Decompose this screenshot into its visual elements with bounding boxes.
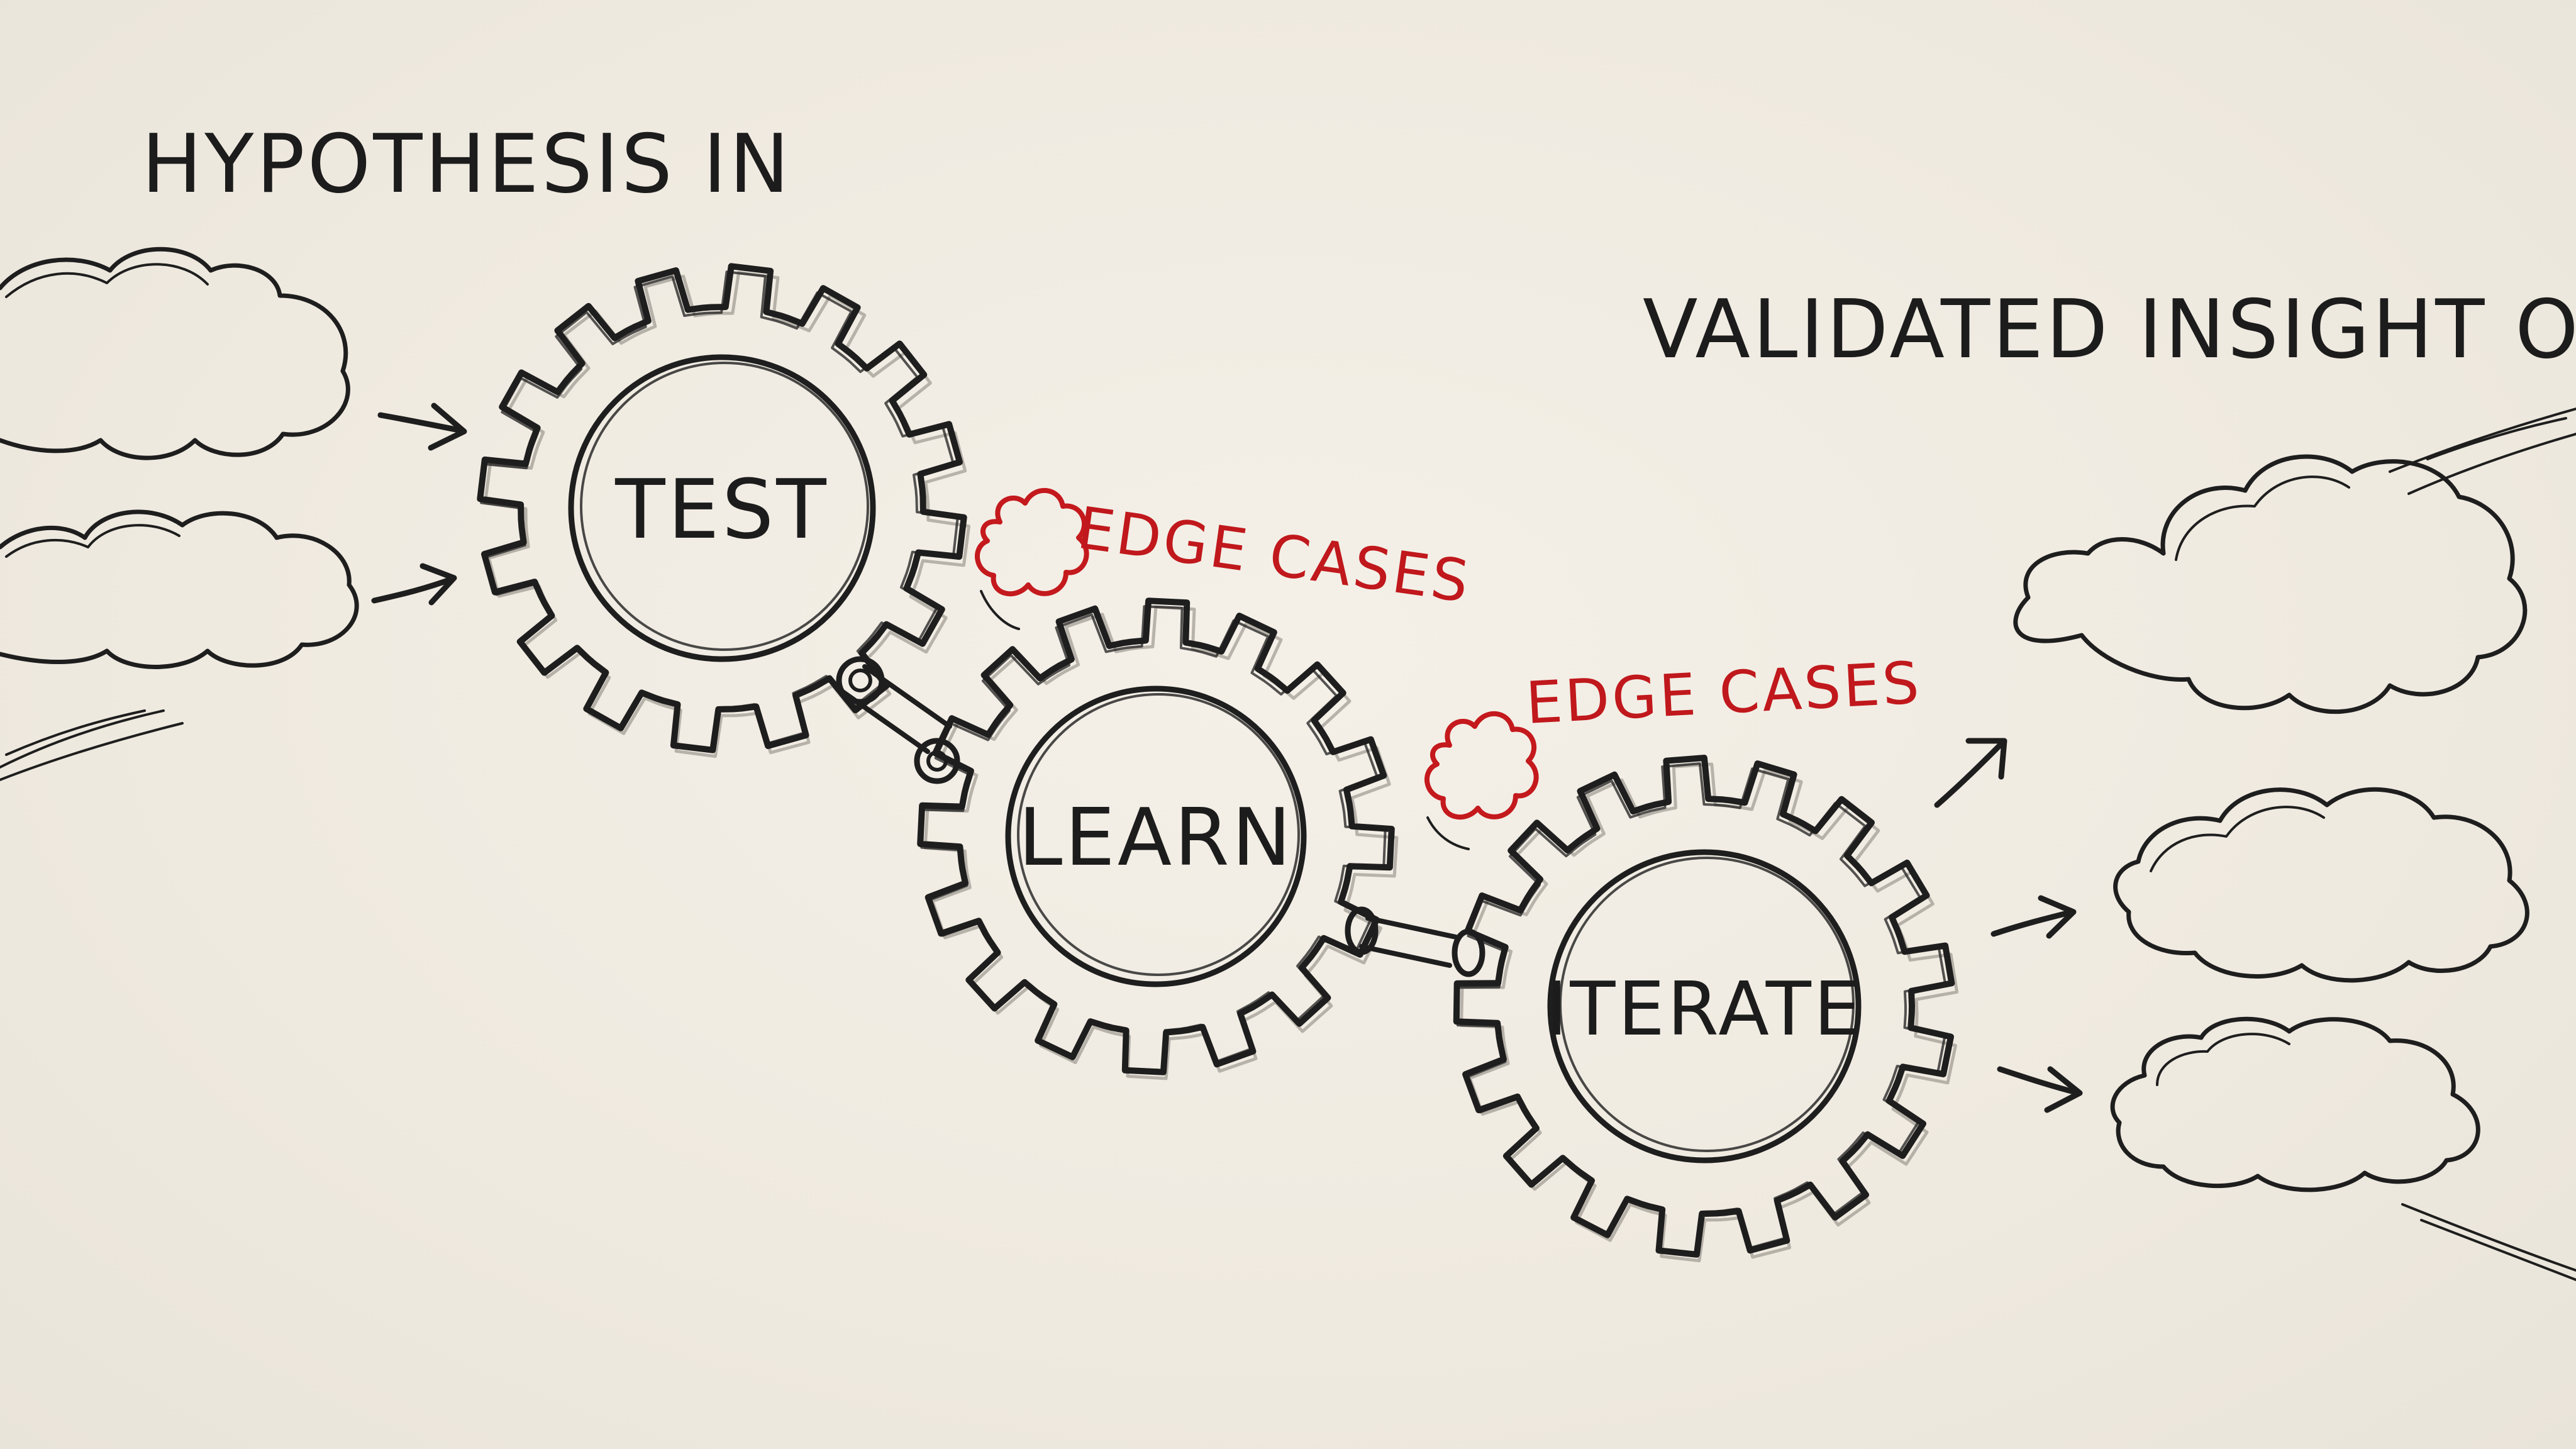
gear-learn-label: LEARN [1018,791,1294,884]
gear-hub-ring [568,354,876,662]
motion-lines-left [0,709,184,781]
gear-hub-ring [1547,849,1862,1163]
cloud-icon [2013,454,2528,714]
gear-iterate [1453,755,1959,1263]
motion-lines-right-bottom [2401,1203,2576,1281]
output-title: VALIDATED INSIGHT OUT [1643,283,2576,377]
edge-case-burr-1 [975,487,1089,630]
cloud-icon [0,247,350,460]
edge-cases-label-1: EDGE CASES [1074,494,1475,616]
output-cloud-top [2013,454,2528,714]
input-cloud-bottom [0,509,359,669]
gear-test-label: TEST [614,462,828,557]
gear-iterate-label: ITERATE [1546,965,1863,1052]
cloud-icon [0,509,359,669]
input-cloud-top [0,247,350,460]
gear-learn [917,597,1399,1080]
input-arrow-bottom [371,563,457,606]
edge-case-burr-2 [1424,711,1539,850]
input-title: HYPOTHESIS IN [142,118,792,211]
gear-test [477,263,971,758]
output-arrow-top [1934,738,2007,808]
connector-test-learn [836,656,960,784]
gear-sketch-line [480,270,959,750]
input-arrow-top [377,402,467,451]
cloud-icon [2113,787,2529,983]
edge-cases-label-2: EDGE CASES [1524,649,1923,737]
connector-learn-iterate [1345,906,1485,977]
burr-icon [1424,711,1539,820]
output-cloud-bottom [2110,1016,2480,1192]
gear-icon [1453,755,1955,1258]
output-arrow-bottom [1997,1066,2083,1113]
output-cloud-middle [2113,787,2529,983]
burr-icon [975,487,1089,597]
gear-hub-inner-ring [580,362,869,651]
cloud-icon [2110,1016,2480,1192]
output-arrow-middle [1990,895,2077,939]
gear-hub-inner-ring [1559,857,1855,1152]
gear-hub-ring [1005,686,1307,987]
motion-lines-right-top [2389,408,2576,495]
link-icon [1359,916,1458,968]
gear-sketch-line [1456,762,1946,1254]
gear-sketch-line [920,605,1387,1072]
gear-hub-inner-ring [1017,693,1300,976]
